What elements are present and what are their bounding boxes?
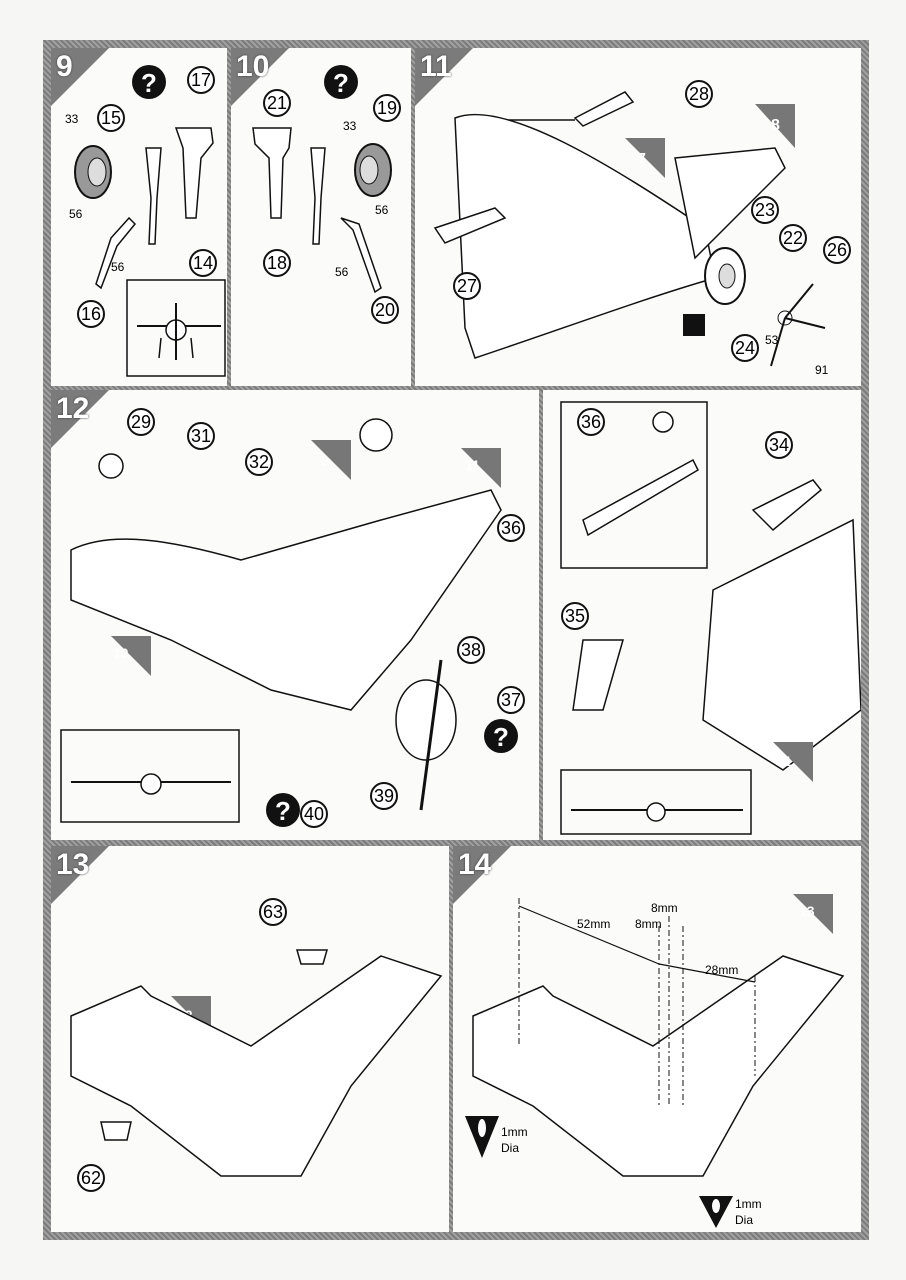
part-label: 11 xyxy=(777,753,792,769)
part-label: 16 xyxy=(81,304,101,324)
part-label: 19 xyxy=(377,98,397,118)
part-label: 32 xyxy=(249,452,269,472)
step-number: 10 xyxy=(236,50,270,83)
dimension-label: 52mm xyxy=(577,917,610,931)
question-icon: ? xyxy=(141,68,157,98)
step-number: 9 xyxy=(56,50,73,83)
part-label: 15 xyxy=(101,108,121,128)
part-label: 35 xyxy=(565,606,585,626)
step-12b-drawing: 36 34 35 11 xyxy=(560,401,861,835)
dimension-label: 8mm xyxy=(635,917,662,931)
step-11-panel: 11 28 8 7 23 22 26 27 24 53 91 xyxy=(415,48,861,386)
part-label: 33 xyxy=(65,112,79,126)
part-label: 56 xyxy=(69,207,83,221)
dimension-label: 28mm xyxy=(705,963,738,977)
step-10-drawing: 21 ? 19 33 18 56 56 20 xyxy=(252,65,401,324)
part-label: 40 xyxy=(304,804,324,824)
part-label: 13 xyxy=(799,903,815,919)
step-12b-panel: 36 34 35 11 xyxy=(543,390,861,840)
step-number: 12 xyxy=(56,392,90,425)
step-12-drawing: 29 31 32 9 11 36 38 37 ? 39 ? 40 10 xyxy=(60,408,525,828)
part-label: 37 xyxy=(501,690,521,710)
question-icon: ? xyxy=(493,722,509,752)
part-label: 91 xyxy=(815,363,829,377)
step-14-panel: 14 13 52mm 8mm 8mm 28mm 1mm Dia 1mm Dia xyxy=(453,846,861,1232)
part-label: 39 xyxy=(374,786,394,806)
step-number: 14 xyxy=(458,848,492,881)
part-label: 9 xyxy=(321,453,329,469)
part-label: 56 xyxy=(111,260,125,274)
drill-label: 1mm xyxy=(735,1197,762,1211)
step-14-drawing: 13 52mm 8mm 8mm 28mm 1mm Dia 1mm Dia xyxy=(465,894,845,1228)
part-label: 11 xyxy=(465,457,480,473)
instruction-sheet: 9 ? 17 15 33 56 56 14 16 10 21 ? 19 xyxy=(43,40,869,1240)
step-13-drawing: 63 12 62 xyxy=(70,898,443,1192)
part-label: 53 xyxy=(765,333,779,347)
step-10-panel: 10 21 ? 19 33 18 56 56 20 xyxy=(231,48,411,386)
part-label: 36 xyxy=(581,412,601,432)
step-11-drawing: 28 8 7 23 22 26 27 24 53 91 xyxy=(433,80,851,377)
question-icon: ? xyxy=(275,796,291,826)
part-label: 28 xyxy=(689,84,709,104)
part-label: 33 xyxy=(343,119,357,133)
part-label: 38 xyxy=(461,640,481,660)
part-label: 18 xyxy=(267,253,287,273)
part-label: 27 xyxy=(457,276,477,296)
part-label: 10 xyxy=(113,645,129,661)
drill-label: Dia xyxy=(501,1141,519,1155)
part-label: 22 xyxy=(783,228,803,248)
step-number: 13 xyxy=(56,848,90,881)
part-label: 56 xyxy=(375,203,389,217)
part-label: 7 xyxy=(637,151,646,168)
dimension-label: 8mm xyxy=(651,901,678,915)
part-label: 63 xyxy=(263,902,283,922)
part-label: 17 xyxy=(191,70,211,90)
part-label: 8 xyxy=(771,117,780,134)
part-label: 29 xyxy=(131,412,151,432)
part-label: 23 xyxy=(755,200,775,220)
step-13-panel: 13 63 12 62 xyxy=(51,846,449,1232)
part-label: 26 xyxy=(827,240,847,260)
part-label: 34 xyxy=(769,435,789,455)
step-9-panel: 9 ? 17 15 33 56 56 14 16 xyxy=(51,48,227,386)
part-label: 62 xyxy=(81,1168,101,1188)
drill-label: Dia xyxy=(735,1213,753,1227)
part-label: 56 xyxy=(335,265,349,279)
step-9-drawing: ? 17 15 33 56 56 14 16 xyxy=(65,65,226,377)
question-icon: ? xyxy=(333,68,349,98)
step-number: 11 xyxy=(420,50,452,83)
drill-label: 1mm xyxy=(501,1125,528,1139)
part-label: 36 xyxy=(501,518,521,538)
part-label: 21 xyxy=(267,93,287,113)
part-label: 24 xyxy=(735,338,755,358)
part-label: 14 xyxy=(193,253,213,273)
part-label: 20 xyxy=(375,300,395,320)
part-label: 31 xyxy=(191,426,211,446)
step-12-panel: 12 29 31 32 9 11 36 38 37 ? 39 ? 40 10 xyxy=(51,390,539,840)
